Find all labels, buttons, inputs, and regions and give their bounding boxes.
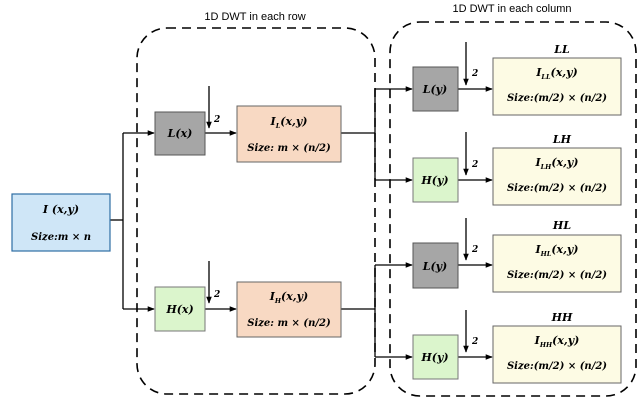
input-image-box: [11, 193, 111, 252]
column-downsample-2: 2: [463, 132, 478, 176]
column-filter-3-label: L(y): [422, 260, 448, 273]
row-low-output-label: IL(x,y): [270, 115, 308, 130]
subband-ll-label: ILL(x,y): [535, 66, 578, 81]
row-stage-group: [136, 27, 376, 395]
downsample-label-col-4: 2: [471, 337, 478, 347]
subband-hh-label: IHH(x,y): [534, 334, 580, 349]
row-lowpass-filter-box: [154, 111, 206, 156]
column-filter-1: L(y): [412, 66, 459, 112]
subband-hl-title: HL: [552, 219, 571, 232]
row-downsample-high: 2: [206, 261, 220, 304]
subband-hh-size: Size:(m/2) × (n/2): [507, 361, 607, 372]
column-filter-1-label: L(y): [422, 83, 448, 96]
column-stage-title: 1D DWT in each column: [452, 3, 571, 15]
row-stage-title: 1D DWT in each row: [204, 11, 305, 23]
subband-ll-box: [492, 57, 622, 116]
column-filter-4-box: [412, 334, 459, 380]
column-filter-3: L(y): [412, 242, 459, 289]
subband-ll-title: LL: [553, 43, 570, 56]
row-highpass-filter-box: [154, 286, 206, 332]
column-filter-4-label: H(y): [420, 351, 448, 364]
column-downsample-3: 2: [463, 218, 478, 261]
subband-hl: HL IHL(x,y) Size:(m/2) × (n/2): [492, 219, 622, 293]
row-low-output-box: [236, 105, 342, 163]
column-filter-2-box: [412, 157, 459, 203]
subband-lh-label: ILH(x,y): [534, 156, 578, 171]
subband-hl-size: Size:(m/2) × (n/2): [507, 270, 607, 281]
subband-hh-title: HH: [551, 311, 573, 324]
column-downsample-1: 2: [463, 42, 478, 86]
high-row-output-to-column-filters-connector: [341, 262, 413, 360]
subband-ll-size: Size:(m/2) × (n/2): [507, 93, 607, 104]
row-high-output: IH(x,y) Size: m × (n/2): [236, 281, 342, 338]
input-to-row-filters-connector: [110, 130, 155, 312]
row-highpass-filter: H(x): [154, 286, 206, 332]
row-downsample-low: 2: [206, 86, 220, 129]
subband-lh-box: [492, 147, 622, 206]
row-highpass-filter-label: H(x): [165, 303, 193, 316]
row-lowpass-filter-label: L(x): [167, 127, 193, 140]
input-image-block: I (x,y) Size:m × n: [11, 193, 111, 252]
row-high-output-box: [236, 281, 342, 338]
column-filter-4: H(y): [412, 334, 459, 380]
subband-hl-label: IHL(x,y): [534, 243, 578, 258]
subband-ll: LL ILL(x,y) Size:(m/2) × (n/2): [492, 43, 622, 116]
subband-hh-box: [492, 325, 622, 384]
subband-hl-box: [492, 234, 622, 293]
column-filter-3-box: [412, 242, 459, 289]
low-row-output-to-column-filters-connector: [341, 86, 413, 183]
downsample-label-col-1: 2: [471, 69, 478, 79]
downsample-label-col-3: 2: [471, 245, 478, 255]
row-low-output-size: Size: m × (n/2): [247, 143, 331, 154]
downsample-label-col-2: 2: [471, 160, 478, 170]
input-image-size: Size:m × n: [31, 232, 91, 243]
subband-hh: HH IHH(x,y) Size:(m/2) × (n/2): [492, 311, 622, 384]
row-lowpass-filter: L(x): [154, 111, 206, 156]
column-filter-1-box: [412, 66, 459, 112]
column-filter-2: H(y): [412, 157, 459, 203]
subband-lh-title: LH: [552, 133, 572, 146]
subband-lh: LH ILH(x,y) Size:(m/2) × (n/2): [492, 133, 622, 206]
row-low-output: IL(x,y) Size: m × (n/2): [236, 105, 342, 163]
column-filter-2-label: H(y): [420, 174, 448, 187]
column-stage-group: [389, 21, 637, 397]
input-image-label: I (x,y): [42, 203, 79, 216]
row-high-output-label: IH(x,y): [269, 290, 309, 305]
downsample-label-row-low: 2: [213, 115, 220, 125]
subband-lh-size: Size:(m/2) × (n/2): [507, 183, 607, 194]
column-downsample-4: 2: [463, 310, 478, 353]
downsample-label-row-high: 2: [213, 290, 220, 300]
row-high-output-size: Size: m × (n/2): [247, 318, 331, 329]
